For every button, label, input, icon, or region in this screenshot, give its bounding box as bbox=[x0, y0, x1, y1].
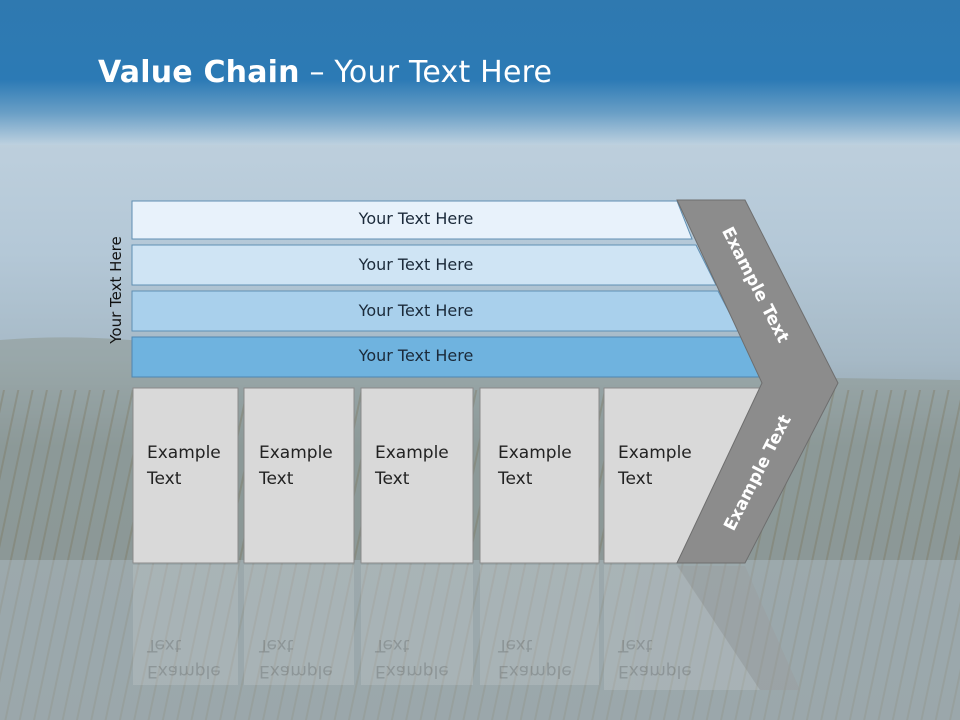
cells-reflection bbox=[133, 565, 760, 690]
cell-text-reflection-2: Example Text bbox=[259, 632, 359, 684]
cell-line: Text bbox=[147, 469, 182, 489]
cell-line: Example bbox=[498, 443, 572, 463]
row-shape-1 bbox=[131, 200, 693, 240]
page-title: Value Chain – Your Text Here bbox=[98, 55, 552, 90]
cell-line: Example bbox=[147, 661, 221, 681]
cell-line: Text bbox=[375, 469, 410, 489]
cell-line: Example bbox=[618, 661, 692, 681]
cell-line: Example bbox=[498, 661, 572, 681]
cell-line: Text bbox=[147, 635, 182, 655]
cell-line: Example bbox=[259, 661, 333, 681]
cell-shape-1 bbox=[132, 387, 239, 564]
cell-line: Text bbox=[618, 635, 653, 655]
cell-line: Text bbox=[375, 635, 410, 655]
cell-line: Example bbox=[375, 443, 449, 463]
cell-line: Text bbox=[498, 635, 533, 655]
cell-line: Text bbox=[259, 469, 294, 489]
cell-line: Text bbox=[259, 635, 294, 655]
cell-shape-3 bbox=[360, 387, 474, 564]
cell-line: Example bbox=[147, 443, 221, 463]
cell-text-reflection-3: Example Text bbox=[375, 632, 475, 684]
row-label-4: Your Text Here bbox=[358, 346, 474, 365]
chevron-arrow-shape bbox=[676, 199, 839, 564]
cell-text-reflection-4: Example Text bbox=[498, 632, 598, 684]
row-label-1: Your Text Here bbox=[358, 209, 474, 228]
row-label-2: Your Text Here bbox=[358, 255, 474, 274]
cell-shape-2 bbox=[243, 387, 355, 564]
cell-line: Text bbox=[618, 469, 653, 489]
cell-shape-4 bbox=[479, 387, 600, 564]
title-bold: Value Chain bbox=[98, 55, 300, 90]
row-label-3: Your Text Here bbox=[358, 301, 474, 320]
cell-line: Text bbox=[498, 469, 533, 489]
title-rest: – Your Text Here bbox=[299, 55, 553, 90]
side-label: Your Text Here bbox=[107, 236, 125, 344]
cell-line: Example bbox=[375, 661, 449, 681]
cell-text-reflection-5: Example Text bbox=[618, 632, 718, 684]
cell-line: Example bbox=[259, 443, 333, 463]
cell-text-reflection-1: Example Text bbox=[147, 632, 247, 684]
chevron-arrow-reflection bbox=[677, 566, 800, 690]
cell-line: Example bbox=[618, 443, 692, 463]
header-band bbox=[0, 0, 960, 145]
